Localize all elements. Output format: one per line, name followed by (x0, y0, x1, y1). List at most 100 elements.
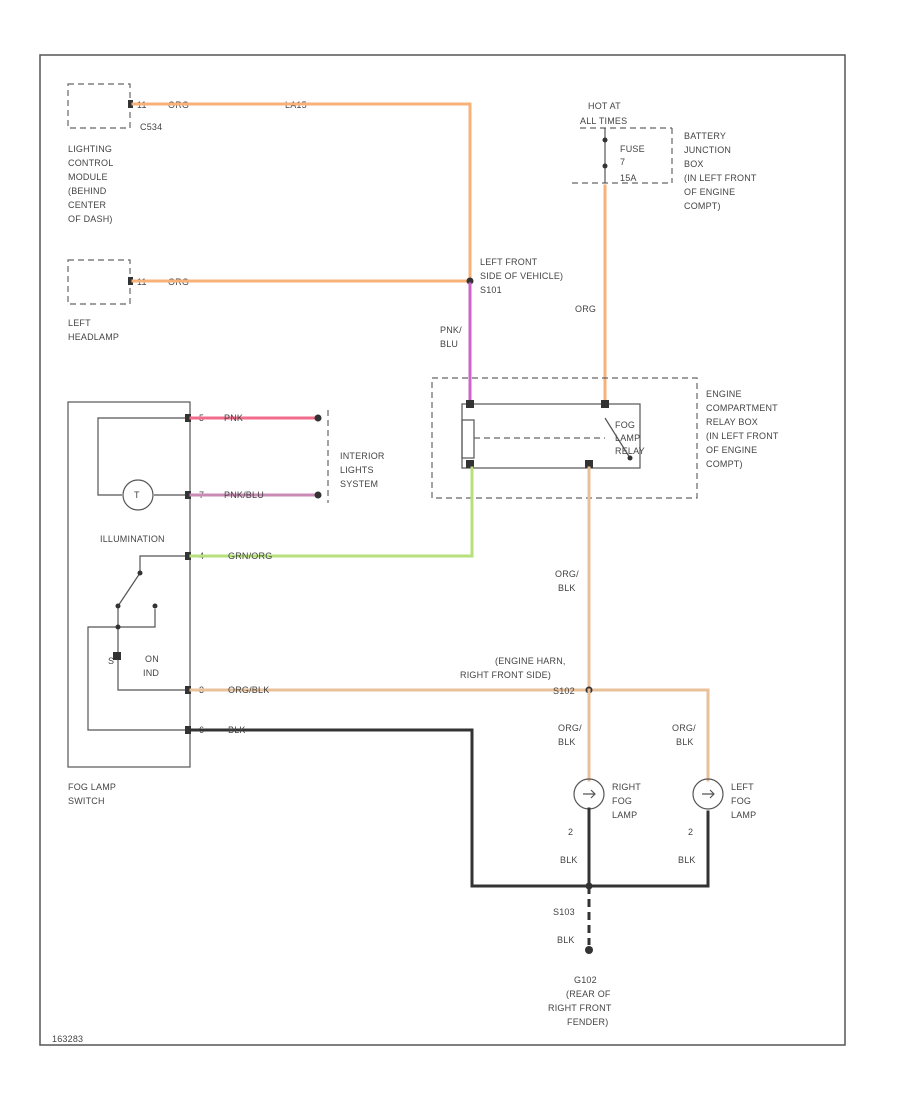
bjb-label-line: BATTERY (684, 131, 726, 141)
ground-id: G102 (574, 975, 597, 985)
splice-s101-dot (466, 277, 474, 285)
left-lamp-wire-color: ORG/ (672, 723, 696, 733)
relay-box-label-line: COMPT) (706, 459, 743, 469)
switch-name-line: SWITCH (68, 796, 105, 806)
fog-lamp-relay (461, 403, 641, 469)
switch-pin (185, 414, 191, 422)
switch-s-label: S (108, 656, 114, 666)
lcm-name-line: LIGHTING (68, 144, 112, 154)
interior-terminal-top (314, 414, 322, 422)
wire-blk-switch (189, 728, 710, 888)
ground-location-line: RIGHT FRONT (548, 1003, 612, 1013)
wire-color-org-blk: ORG/BLK (228, 685, 269, 695)
relay-box-label-line: (IN LEFT FRONT (706, 431, 779, 441)
ground-g102-icon (585, 946, 593, 954)
switch-contact-right (152, 603, 158, 609)
relay-pin-coil-in (466, 400, 474, 408)
left-lamp-wire-color: BLK (676, 737, 694, 747)
right-lamp-blk: BLK (560, 855, 578, 865)
illumination-lamp-symbol: T (134, 490, 140, 500)
s101-label-line: SIDE OF VEHICLE) (480, 271, 563, 281)
relay-contact (604, 417, 631, 459)
lcm-name-line: OF DASH) (68, 214, 113, 224)
left-headlamp-box (67, 259, 131, 305)
figure-code: 163283 (52, 1034, 83, 1044)
wire-org-lcm (131, 102, 472, 282)
left-fog-lamp-name: LAMP (731, 810, 756, 820)
relay-name-line: FOG (615, 420, 635, 430)
left-lamp-blk: BLK (678, 855, 696, 865)
relay-box-label-line: COMPARTMENT (706, 403, 778, 413)
right-fog-lamp-name: RIGHT (612, 782, 641, 792)
switch-name-line: FOG LAMP (68, 782, 116, 792)
engine-compartment-relay-box (431, 377, 698, 499)
fuse-label: FUSE (620, 144, 645, 154)
relay-name-line: RELAY (615, 446, 645, 456)
s101-label-line: S101 (480, 285, 502, 295)
s102-label-line: RIGHT FRONT SIDE) (460, 670, 551, 680)
pnk-blu-label: BLU (440, 339, 458, 349)
lcm-name-line: CONTROL (68, 158, 113, 168)
fuse-terminal-top (602, 137, 608, 143)
wire-color-pnk-blu: PNK/BLU (224, 490, 264, 500)
interior-terminal-bottom (314, 491, 322, 499)
splice-s101-label: LEFT FRONT SIDE OF VEHICLE) S101 (480, 257, 563, 295)
relay-box-label-line: OF ENGINE (706, 445, 757, 455)
fog-lamp-switch-box (67, 401, 191, 768)
illumination-lamp-icon (122, 479, 154, 511)
right-fog-lamp-name: FOG (612, 796, 632, 806)
switch-contact-pivot (115, 603, 121, 609)
relay-pin-output (585, 460, 593, 468)
left-fog-lamp-name: FOG (731, 796, 751, 806)
battery-junction-box-label: BATTERY JUNCTION BOX (IN LEFT FRONT OF E… (684, 131, 757, 211)
interior-lights-label: LIGHTS (340, 465, 374, 475)
interior-lights-label: SYSTEM (340, 479, 378, 489)
relay-box-label: ENGINE COMPARTMENT RELAY BOX (IN LEFT FR… (706, 389, 779, 469)
relay-output-color: BLK (558, 583, 576, 593)
wire-org-blk-switch (189, 688, 710, 782)
bjb-label-line: BOX (684, 159, 704, 169)
illumination-label: ILLUMINATION (100, 534, 165, 544)
headlamp-name-line: HEADLAMP (68, 332, 119, 342)
s101-label-line: LEFT FRONT (480, 257, 538, 267)
relay-pin-coil-out (466, 460, 474, 468)
lcm-name-line: MODULE (68, 172, 108, 182)
relay-contact-point (627, 455, 633, 461)
bjb-label-line: JUNCTION (684, 145, 731, 155)
hot-at-label: HOT AT (588, 101, 621, 111)
switch-illum-loop (97, 417, 188, 496)
headlamp-name-line: LEFT (68, 318, 91, 328)
switch-pin (185, 726, 191, 734)
lcm-name-line: CENTER (68, 200, 107, 210)
relay-coil (461, 419, 475, 459)
switch-pins: 5 7 4 3 6 (185, 413, 204, 735)
switch-blade (117, 572, 141, 607)
switch-junction (115, 624, 121, 630)
ground-wire-color: BLK (557, 935, 575, 945)
right-fog-lamp-filament (583, 789, 596, 799)
diagram-frame (39, 54, 846, 1046)
lighting-control-module-box (67, 83, 131, 129)
relay-box-label-line: RELAY BOX (706, 417, 758, 427)
fuse-rating: 15A (620, 173, 637, 183)
fuse-terminal-bottom (602, 163, 608, 169)
s102-id: S102 (553, 686, 575, 696)
interior-lights-label: INTERIOR (340, 451, 385, 461)
left-fog-lamp-name: LEFT (731, 782, 754, 792)
power-wire-color: ORG (575, 304, 596, 314)
switch-contact-wiring (87, 555, 188, 731)
relay-name-line: LAMP (615, 433, 640, 443)
wire-grn-org (189, 466, 474, 558)
right-fog-lamp-pin: 2 (568, 827, 573, 837)
switch-ind-label: IND (143, 668, 159, 678)
switch-contact-top (137, 570, 143, 576)
lcm-connector-id: C534 (140, 122, 162, 132)
bjb-label-line: COMPT) (684, 201, 721, 211)
relay-pin-power (601, 400, 609, 408)
bjb-label-line: OF ENGINE (684, 187, 735, 197)
fuse-number: 7 (620, 157, 625, 167)
left-fog-lamp-icon (692, 778, 724, 810)
left-fog-lamp-filament (702, 789, 715, 799)
lcm-name-line: (BEHIND (68, 186, 107, 196)
